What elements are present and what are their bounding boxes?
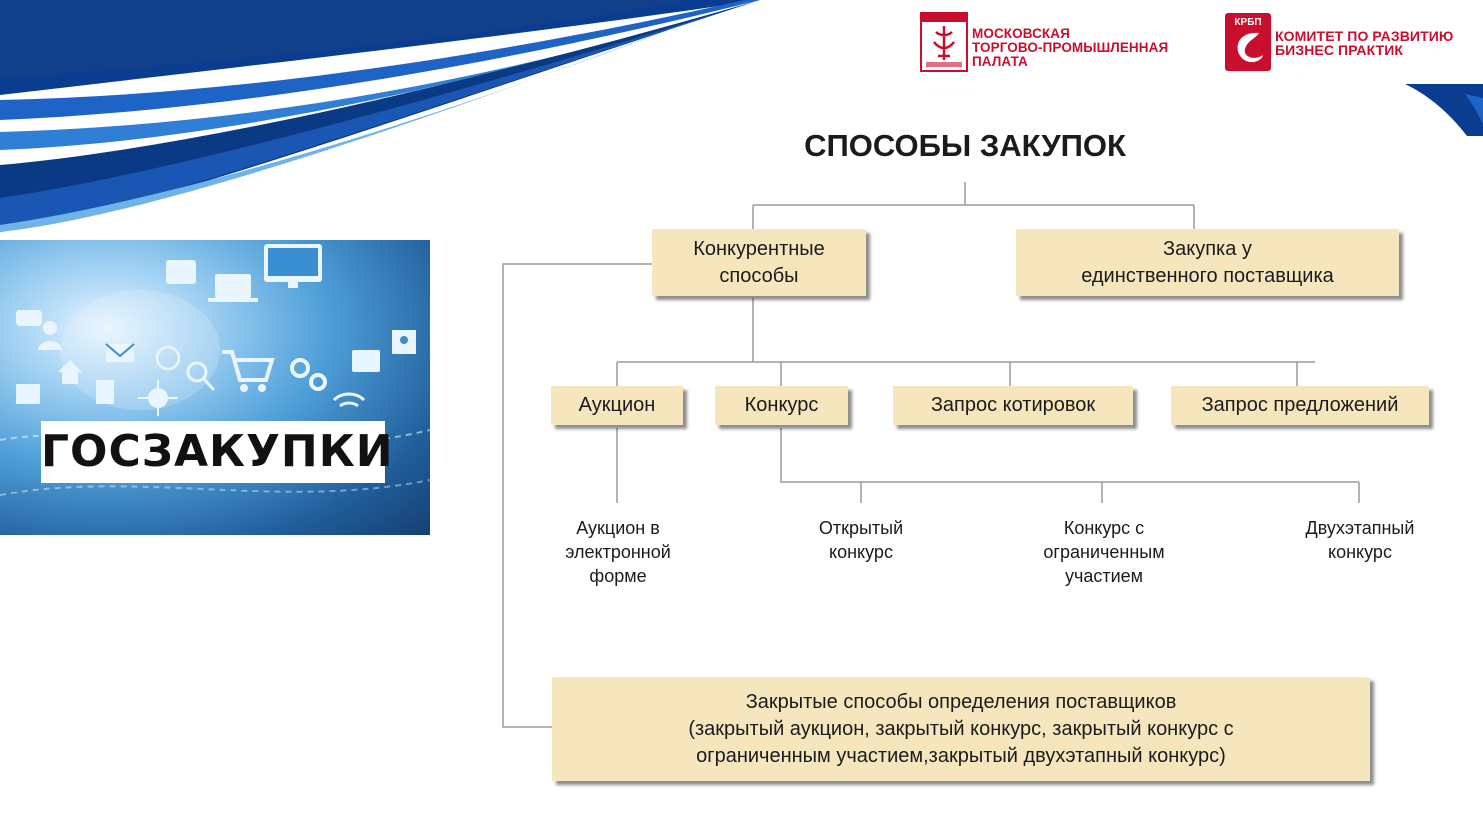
leaf-e-auction: Аукцион в электронной форме <box>565 518 671 586</box>
krbp-logo-line-2: БИЗНЕС ПРАКТИК <box>1275 42 1404 58</box>
connector-competitive <box>616 298 1315 387</box>
laptop-icon <box>208 274 258 302</box>
box-proposals: Запрос предложений <box>1171 386 1429 425</box>
document-icon <box>96 380 114 404</box>
box-single-supplier: Закупка у единственного поставщика <box>1016 229 1399 296</box>
krbp-emblem-icon: КРБП <box>1225 13 1271 71</box>
krbp-logo-line-1: КОМИТЕТ ПО РАЗВИТИЮ <box>1275 28 1454 44</box>
home-icon <box>58 360 82 384</box>
tablet-icon <box>166 260 196 284</box>
mail-icon <box>105 343 135 362</box>
wifi-icon <box>332 392 366 408</box>
box-closed-methods: Закрытые способы определения поставщиков… <box>552 677 1370 781</box>
picture-icon <box>392 330 416 354</box>
briefcase-icon <box>352 350 380 372</box>
krbp-badge-text: КРБП <box>1234 17 1261 28</box>
mtpp-logo-line-1: МОСКОВСКАЯ <box>972 26 1070 41</box>
user-icon <box>38 321 62 350</box>
mtpp-logo-line-3: ПАЛАТА <box>972 54 1028 69</box>
gears-icon <box>290 358 327 391</box>
leaf-limited-contest: Конкурс с ограниченным участием <box>1043 518 1165 586</box>
calendar-icon <box>16 384 40 404</box>
mtpp-logo-line-2: ТОРГОВО-ПРОМЫШЛЕННАЯ <box>972 40 1169 55</box>
diagram-title: СПОСОБЫ ЗАКУПОК <box>804 128 1126 163</box>
corner-accent <box>1405 84 1483 136</box>
mtpp-emblem-icon <box>920 12 968 72</box>
leaf-two-stage-contest: Двухэтапный конкурс <box>1305 518 1415 562</box>
box-contest: Конкурс <box>715 386 848 425</box>
chat-icon <box>16 310 42 326</box>
leaf-open-contest: Открытый конкурс <box>818 518 904 562</box>
hero-label: ГОСЗАКУПКИ <box>41 421 393 483</box>
box-quotations: Запрос котировок <box>893 386 1133 425</box>
hero-image <box>0 240 430 535</box>
box-competitive-methods: Конкурентные способы <box>652 229 866 296</box>
globe-icon <box>155 345 181 371</box>
connector-title <box>752 182 1195 230</box>
connector-contest <box>780 428 1360 503</box>
connector-closed <box>502 263 652 728</box>
mtpp-logo-text: МОСКОВСКАЯ ТОРГОВО-ПРОМЫШЛЕННАЯ ПАЛАТА <box>972 27 1168 69</box>
search-icon <box>186 361 216 392</box>
krbp-logo-text: КОМИТЕТ ПО РАЗВИТИЮ БИЗНЕС ПРАКТИК <box>1275 29 1453 57</box>
cart-icon <box>222 350 275 392</box>
network-icon <box>138 380 178 416</box>
box-auction: Аукцион <box>551 386 683 425</box>
monitor-icon <box>264 244 322 288</box>
header-swoosh <box>0 0 760 232</box>
